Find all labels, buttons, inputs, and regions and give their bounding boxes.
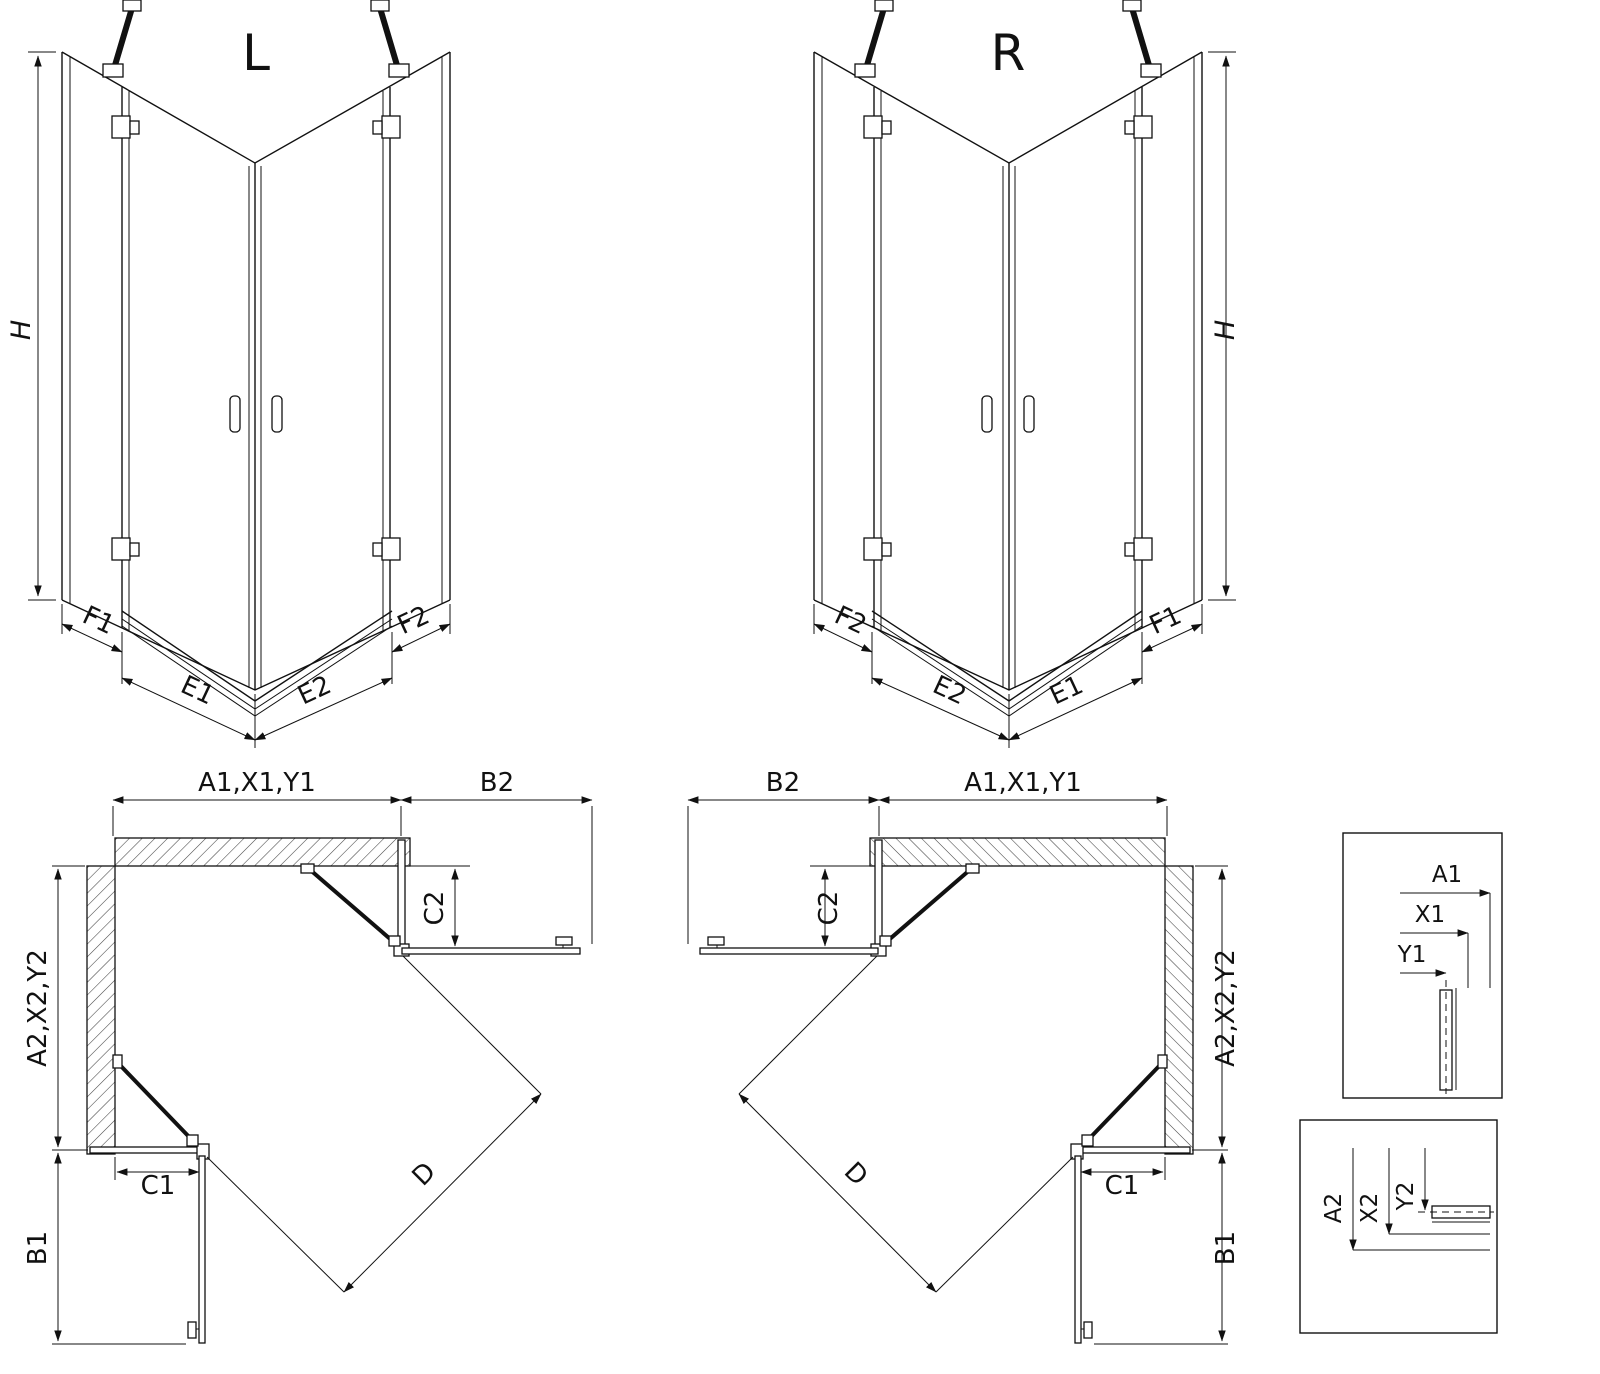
plan-lineart-right-mirrored (688, 800, 1228, 1344)
dim-label-e2-right: E2 (928, 670, 971, 711)
dim-label-a2x2y2-left: A2,X2,Y2 (23, 949, 53, 1067)
dim-label-f1-right: F1 (1145, 600, 1186, 641)
dim-label-e1-right: E1 (1045, 670, 1088, 711)
detail-label-y1: Y1 (1397, 942, 1427, 968)
dim-label-c2-right: C2 (814, 891, 844, 926)
dim-label-h-left: H (6, 320, 37, 340)
detail-frame-top (1342, 832, 1503, 1099)
detail-frame-bottom (1299, 1119, 1498, 1334)
wall-profile-section-horizontal (1418, 1205, 1494, 1223)
dim-label-h-right: H (1210, 320, 1241, 340)
detail-view-a2x2y2: A2 X2 Y2 (1299, 1119, 1498, 1334)
dim-label-a1x1y1-left: A1,X1,Y1 (198, 768, 316, 798)
dim-label-c2-left: C2 (420, 891, 450, 926)
iso-lineart-left (28, 0, 450, 748)
detail-label-x2: X2 (1357, 1193, 1383, 1223)
dim-label-a2x2y2-right: A2,X2,Y2 (1211, 949, 1241, 1067)
dim-label-b2-right: B2 (766, 768, 800, 798)
dim-label-d-left: D (407, 1157, 442, 1192)
plan-view-left: A1,X1,Y1 B2 C2 A2,X2,Y2 B1 C1 D (23, 768, 592, 1344)
detail-label-a1: A1 (1432, 862, 1462, 888)
dim-label-e1-left: E1 (176, 670, 219, 711)
detail-label-a2: A2 (1321, 1193, 1347, 1223)
dim-label-b2-left: B2 (480, 768, 514, 798)
iso-view-right: R H F2 E2 E1 F1 (814, 0, 1241, 748)
dim-label-a1x1y1-right: A1,X1,Y1 (964, 768, 1082, 798)
detail-label-y2: Y2 (1393, 1182, 1419, 1212)
plan-view-right: B2 A1,X1,Y1 C2 A2,X2,Y2 B1 C1 D (688, 768, 1241, 1344)
dim-label-b1-left: B1 (23, 1231, 53, 1265)
wall-profile-section-vertical (1439, 980, 1457, 1094)
dim-label-d-right: D (838, 1157, 873, 1192)
iso-lineart-right-mirrored (814, 0, 1236, 748)
iso-view-left: L H F1 E1 E2 F2 (6, 0, 450, 748)
detail-label-x1: X1 (1415, 902, 1445, 928)
dim-label-c1-right: C1 (1105, 1171, 1140, 1201)
detail-view-a1x1y1: A1 X1 Y1 (1342, 832, 1503, 1099)
dim-label-e2-left: E2 (293, 670, 336, 711)
view-title-right: R (991, 24, 1026, 82)
dim-label-b1-right: B1 (1211, 1231, 1241, 1265)
view-title-left: L (242, 24, 270, 82)
dim-label-c1-left: C1 (141, 1171, 176, 1201)
dim-label-f1-left: F1 (78, 600, 119, 641)
plan-lineart-left (52, 800, 592, 1344)
